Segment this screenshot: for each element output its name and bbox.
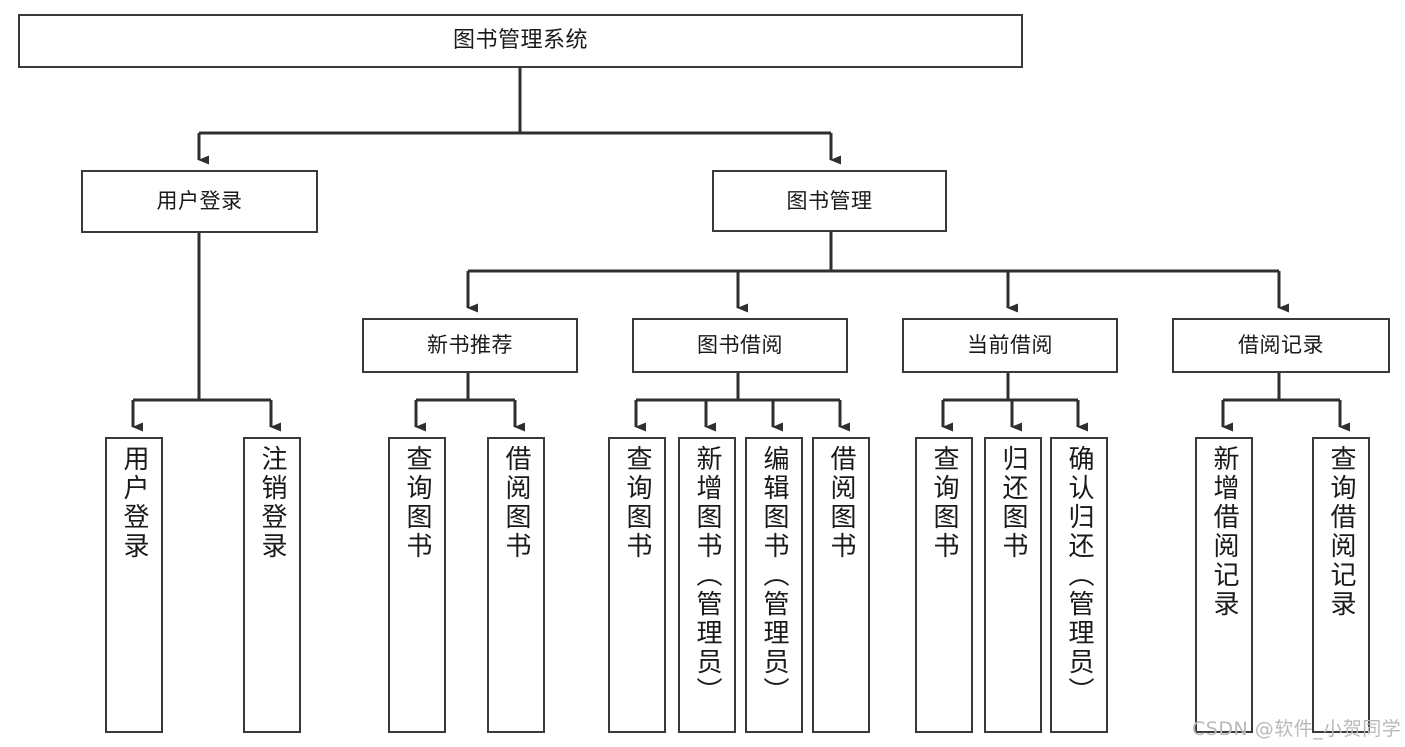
csdn-watermark: CSDN @软件_小贺同学 <box>1192 718 1402 740</box>
node-leaf-add-book[interactable]: 新增图书（管理员） <box>678 437 736 733</box>
node-leaf-confirm-return-label: 确认归还（管理员） <box>1064 445 1094 706</box>
node-current-borrow-label: 当前借阅 <box>967 333 1053 358</box>
node-leaf-confirm-return[interactable]: 确认归还（管理员） <box>1050 437 1108 733</box>
node-user-login-label: 用户登录 <box>156 189 243 214</box>
node-root[interactable]: 图书管理系统 <box>18 14 1023 68</box>
node-leaf-query-book-1[interactable]: 查询图书 <box>388 437 446 733</box>
node-leaf-borrow-book-1[interactable]: 借阅图书 <box>487 437 545 733</box>
node-leaf-return-book-label: 归还图书 <box>998 445 1028 561</box>
node-leaf-query-book-3-label: 查询图书 <box>929 445 959 561</box>
node-leaf-query-book-3[interactable]: 查询图书 <box>915 437 973 733</box>
node-leaf-query-record[interactable]: 查询借阅记录 <box>1312 437 1370 733</box>
node-leaf-borrow-book-2-label: 借阅图书 <box>826 445 856 561</box>
node-leaf-query-record-label: 查询借阅记录 <box>1326 445 1356 619</box>
node-book-manage[interactable]: 图书管理 <box>712 170 947 232</box>
node-book-manage-label: 图书管理 <box>786 188 873 213</box>
node-leaf-query-book-2[interactable]: 查询图书 <box>608 437 666 733</box>
node-leaf-add-book-label: 新增图书（管理员） <box>692 445 722 706</box>
node-leaf-user-login[interactable]: 用户登录 <box>105 437 163 733</box>
node-leaf-query-book-2-label: 查询图书 <box>622 445 652 561</box>
node-leaf-user-login-label: 用户登录 <box>119 445 149 561</box>
node-leaf-return-book[interactable]: 归还图书 <box>984 437 1042 733</box>
node-leaf-edit-book[interactable]: 编辑图书（管理员） <box>745 437 803 733</box>
node-new-book-recommend[interactable]: 新书推荐 <box>362 318 578 373</box>
node-leaf-logout[interactable]: 注销登录 <box>243 437 301 733</box>
node-current-borrow[interactable]: 当前借阅 <box>902 318 1118 373</box>
node-borrow-record[interactable]: 借阅记录 <box>1172 318 1390 373</box>
node-leaf-add-record[interactable]: 新增借阅记录 <box>1195 437 1253 733</box>
node-leaf-add-record-label: 新增借阅记录 <box>1209 445 1239 619</box>
node-new-book-recommend-label: 新书推荐 <box>427 333 513 358</box>
node-leaf-borrow-book-1-label: 借阅图书 <box>501 445 531 561</box>
node-leaf-borrow-book-2[interactable]: 借阅图书 <box>812 437 870 733</box>
node-book-borrow-label: 图书借阅 <box>697 333 783 358</box>
node-leaf-logout-label: 注销登录 <box>257 445 287 561</box>
node-user-login[interactable]: 用户登录 <box>81 170 318 233</box>
node-leaf-edit-book-label: 编辑图书（管理员） <box>759 445 789 706</box>
node-leaf-query-book-1-label: 查询图书 <box>402 445 432 561</box>
node-borrow-record-label: 借阅记录 <box>1238 333 1324 358</box>
node-root-label: 图书管理系统 <box>452 28 588 54</box>
node-book-borrow[interactable]: 图书借阅 <box>632 318 848 373</box>
